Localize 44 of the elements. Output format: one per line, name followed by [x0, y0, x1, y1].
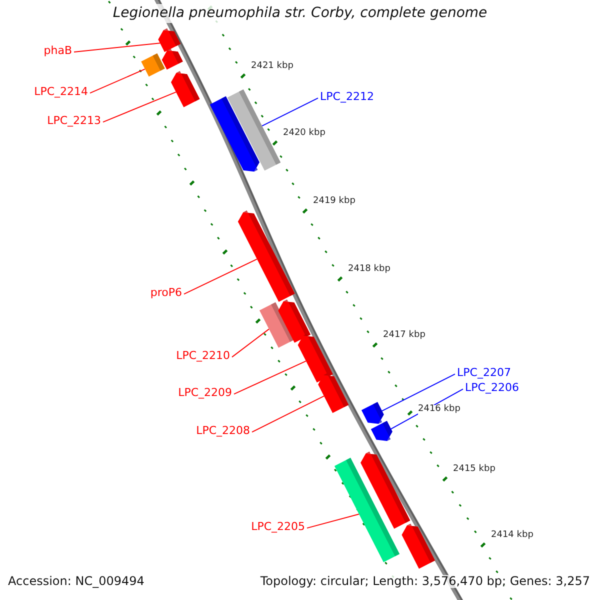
leader-line	[232, 328, 270, 358]
leader-line	[306, 514, 360, 529]
gene-feature	[402, 524, 435, 569]
gene-feature	[170, 71, 200, 108]
gene-feature	[141, 53, 165, 77]
leader-line	[184, 258, 258, 295]
scale-label: 2415 kbp	[453, 465, 496, 475]
gene-label: LPC_2214	[34, 86, 88, 98]
gene-feature	[158, 28, 181, 52]
gene-label: phaB	[44, 45, 72, 58]
scale-label: 2419 kbp	[313, 197, 356, 207]
scale-label: 2418 kbp	[348, 265, 390, 275]
gene-label: LPC_2210	[176, 350, 230, 362]
gene-feature	[162, 48, 183, 70]
leader-line	[382, 374, 456, 412]
gene-label: LPC_2207	[457, 367, 511, 380]
gene-label: proP6	[150, 287, 182, 300]
accession-label: Accession: NC_009494	[8, 575, 144, 588]
gene-label: LPC_2209	[178, 387, 232, 400]
genome-info-label: Topology: circular; Length: 3,576,470 bp; Genes: 3,257	[260, 575, 590, 588]
scale-label: 2417 kbp	[383, 331, 426, 341]
leader-line	[74, 42, 160, 53]
scale-label: 2421 kbp	[251, 62, 294, 72]
gene-label: LPC_2206	[465, 382, 519, 394]
leader-line	[102, 92, 176, 123]
gene-feature	[370, 420, 392, 442]
gene-label: LPC_2208	[196, 425, 250, 438]
gene-label: LPC_2205	[251, 521, 305, 534]
leader-line	[262, 98, 318, 126]
gene-feature	[227, 89, 281, 171]
gene-feature	[238, 210, 295, 302]
scale-label: 2420 kbp	[283, 129, 326, 139]
scale-label: 2414 kbp	[491, 531, 534, 541]
leader-line	[90, 68, 146, 94]
gene-label: LPC_2213	[47, 115, 101, 128]
gene-feature	[318, 373, 349, 414]
gene-feature	[361, 402, 384, 424]
gene-feature	[360, 452, 410, 529]
scale-label: 2416 kbp	[418, 405, 460, 415]
gene-label: LPC_2212	[320, 91, 374, 104]
leader-line	[234, 360, 306, 395]
gene-feature	[278, 299, 311, 343]
gene-feature	[298, 334, 333, 382]
leader-line	[252, 396, 324, 433]
